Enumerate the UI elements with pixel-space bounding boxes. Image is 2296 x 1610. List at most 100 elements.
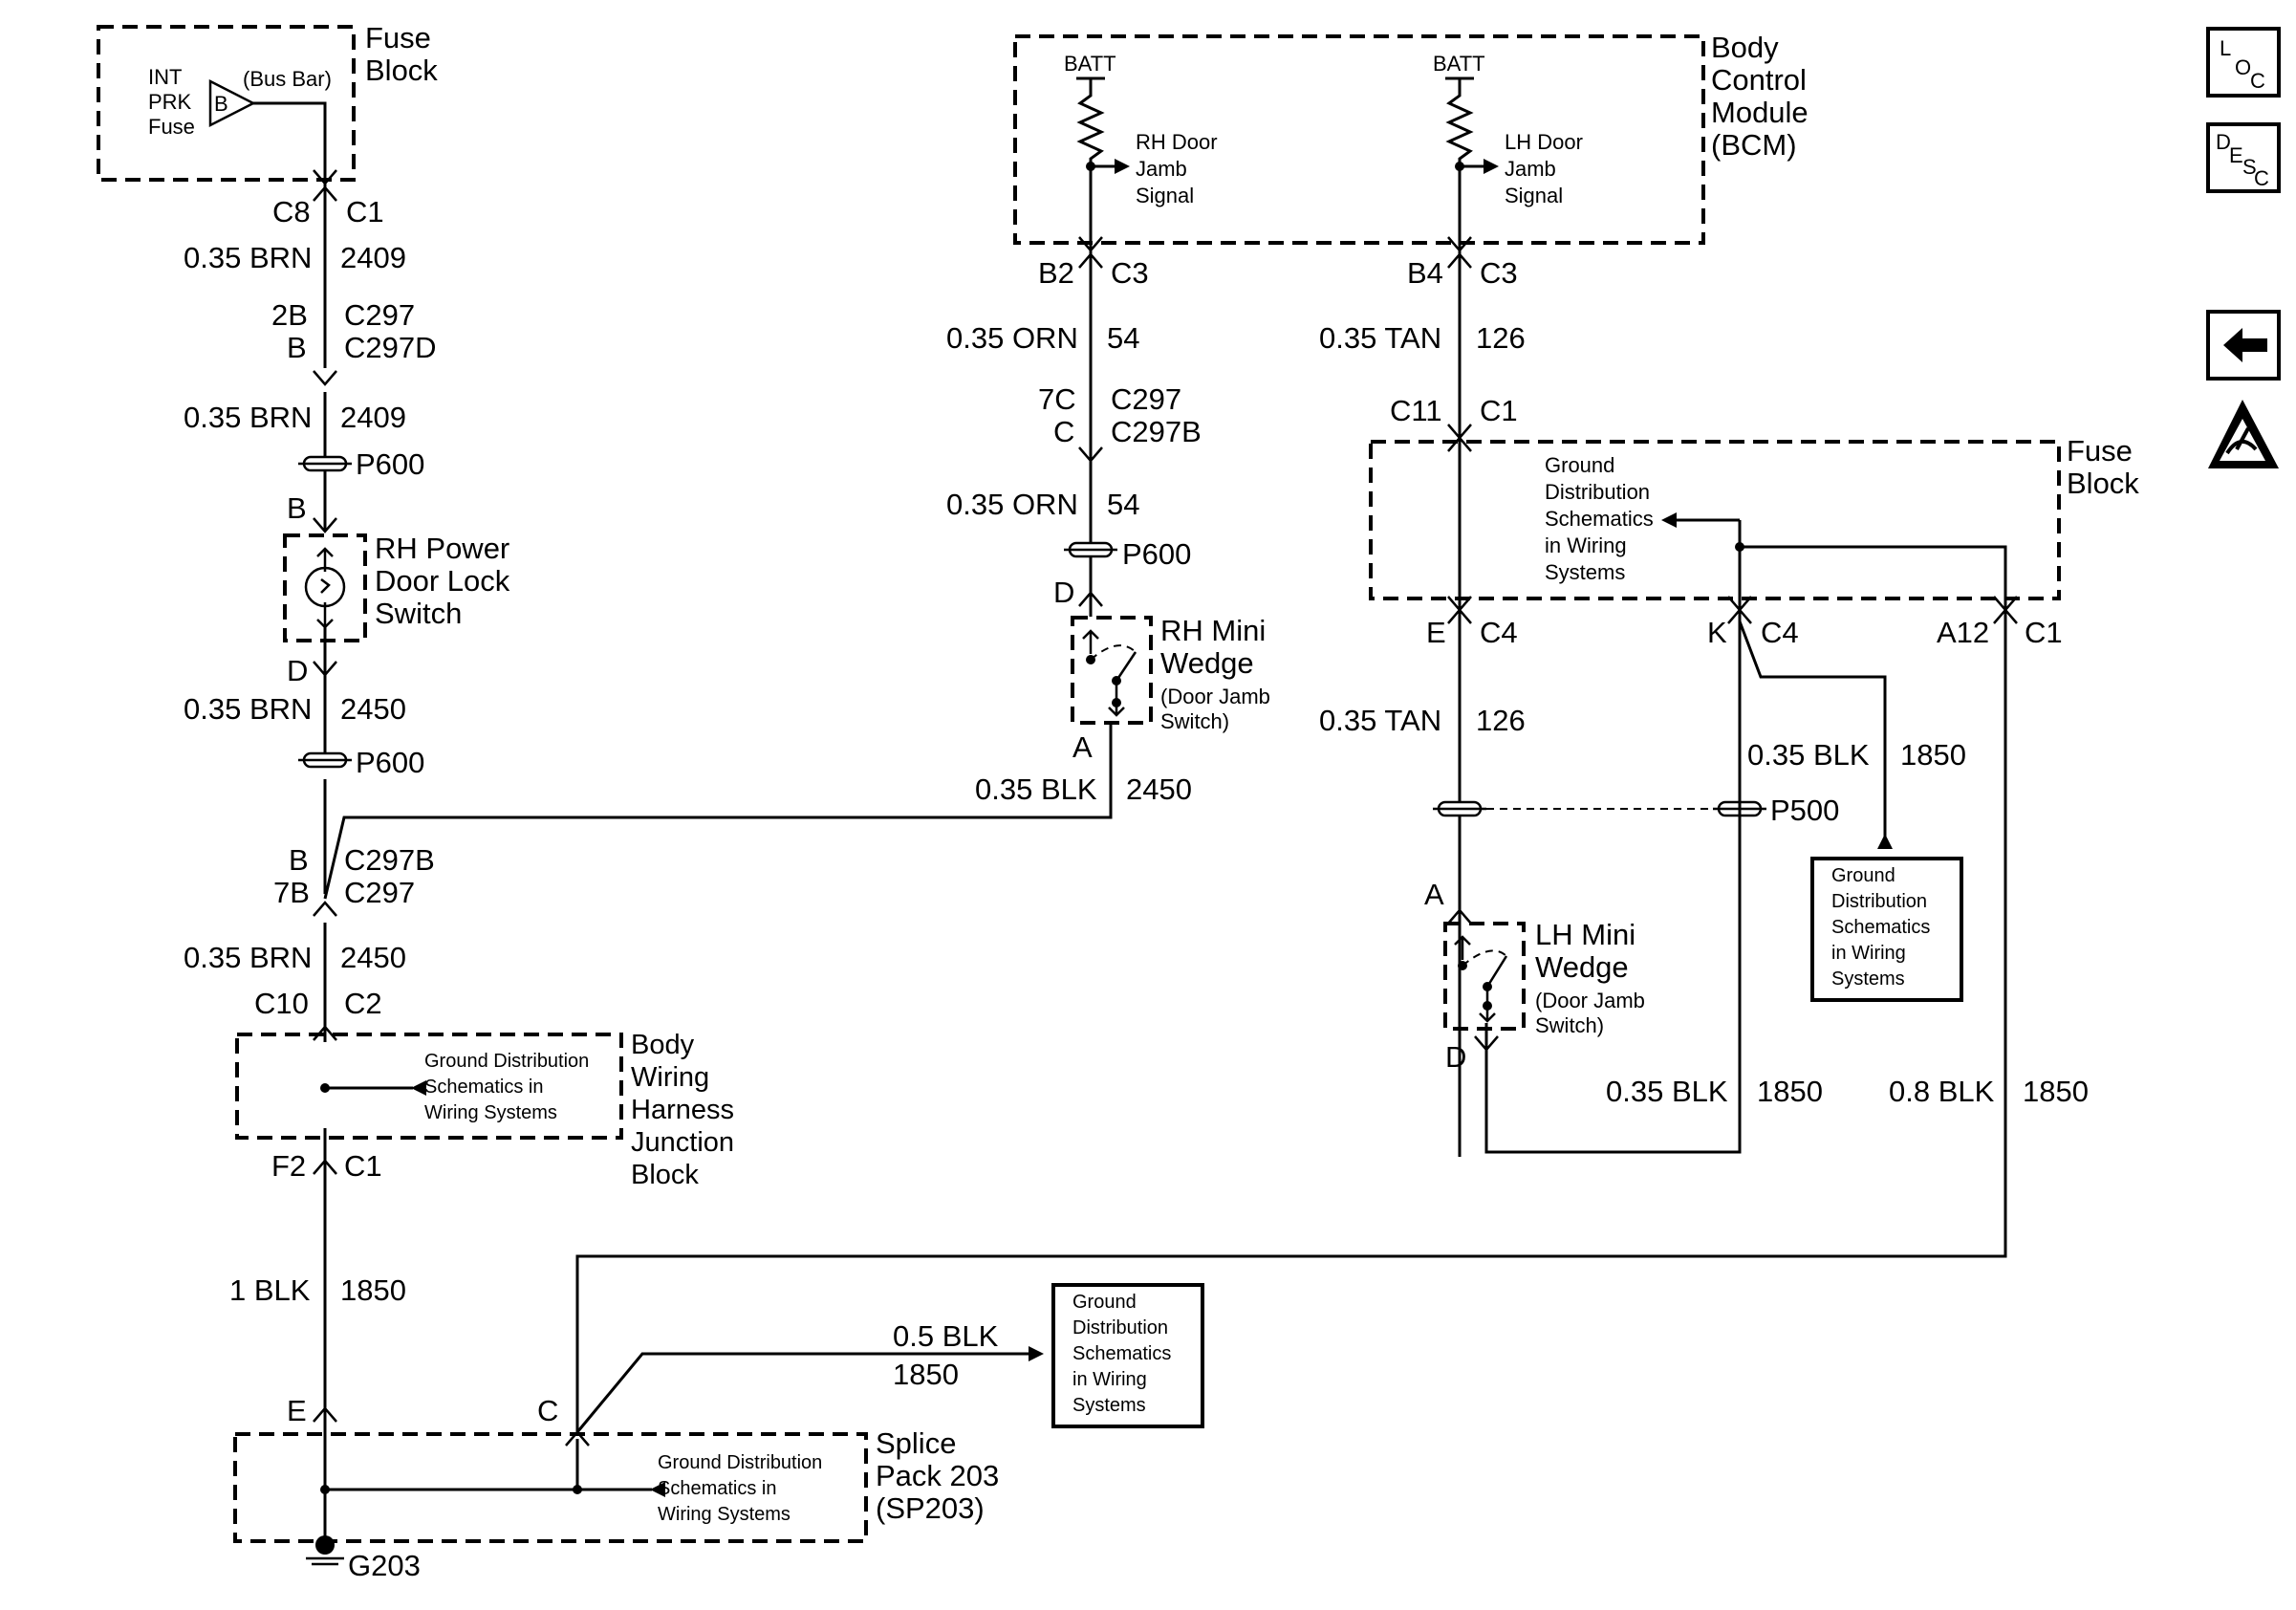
fuse-block-title-2: Block bbox=[365, 54, 438, 87]
bcm-title-1: Body bbox=[1711, 31, 1779, 64]
fb-ground-1: Ground bbox=[1545, 453, 1614, 477]
wire2-gauge: 0.35 BRN bbox=[184, 401, 312, 434]
desc-button[interactable]: D E S C bbox=[2206, 122, 2281, 193]
lh-conn-c4-right: C4 bbox=[1761, 616, 1799, 649]
splice-label-3: (SP203) bbox=[876, 1491, 985, 1525]
c297-pin-bottom: 7B bbox=[273, 876, 310, 909]
bcm-title-4: (BCM) bbox=[1711, 128, 1797, 162]
lh-k-wire bbox=[1484, 621, 1742, 1154]
switch-pin-d: D bbox=[287, 654, 308, 687]
ground-box-right-3: Schematics bbox=[1831, 917, 1930, 938]
bcm-title-3: Module bbox=[1711, 96, 1809, 129]
c297d: C297D bbox=[344, 331, 437, 364]
rh-c297: C297 bbox=[1111, 382, 1181, 416]
p500: P500 bbox=[1770, 794, 1839, 827]
conn-c10: C10 bbox=[254, 987, 309, 1020]
rh-c297b-pin: C bbox=[1053, 415, 1074, 448]
p600-bottom: P600 bbox=[356, 746, 424, 779]
lh-conn-c3: C3 bbox=[1480, 256, 1518, 290]
fb-ground-4: in Wiring bbox=[1545, 533, 1627, 557]
rh-switch-label-1: RH Mini bbox=[1160, 614, 1266, 647]
switch-label-3: Switch bbox=[375, 597, 462, 630]
rh-p600: P600 bbox=[1122, 537, 1191, 571]
lh-wire4-circuit: 1850 bbox=[2023, 1075, 2089, 1108]
fuse-label-2: PRK bbox=[148, 90, 192, 114]
bwhjb-label-4: Junction bbox=[631, 1127, 734, 1158]
ground-box-bottom: Ground Distribution Schematics in Wiring… bbox=[1051, 1283, 1204, 1428]
fuse-block-right-title-2: Block bbox=[2067, 467, 2139, 500]
splice-ground-3: Wiring Systems bbox=[658, 1504, 791, 1525]
lh-signal-2: Jamb bbox=[1505, 157, 1556, 181]
splice-pin-e: E bbox=[287, 1394, 307, 1427]
fuse-block-right bbox=[1369, 440, 2061, 624]
conn-c1-top: C1 bbox=[346, 195, 384, 228]
k-ground-branch bbox=[1738, 620, 1887, 841]
rh-wire2-gauge: 0.35 ORN bbox=[946, 488, 1078, 521]
ground-box-bottom-4: in Wiring bbox=[1072, 1369, 1147, 1390]
fuse-block-top: Fuse Block INT PRK Fuse B (Bus Bar) bbox=[97, 21, 438, 182]
lh-wire3-circuit: 1850 bbox=[1757, 1075, 1823, 1108]
wire1-gauge: 0.35 BRN bbox=[184, 241, 312, 274]
conn-c8: C8 bbox=[272, 195, 311, 228]
splice-label-2: Pack 203 bbox=[876, 1459, 999, 1492]
ground-box-bottom-3: Schematics bbox=[1072, 1343, 1171, 1364]
ground-box-bottom-1: Ground bbox=[1072, 1292, 1137, 1313]
branch-05blk-wire bbox=[575, 1352, 1032, 1433]
desc-s: S bbox=[2242, 155, 2257, 179]
back-button[interactable] bbox=[2206, 310, 2281, 381]
rh-wire1-gauge: 0.35 ORN bbox=[946, 321, 1078, 355]
ground-box-right: Ground Distribution Schematics in Wiring… bbox=[1810, 857, 1963, 1002]
lh-wire-k-circuit: 1850 bbox=[1900, 738, 1966, 772]
rh-signal-3: Signal bbox=[1136, 184, 1194, 207]
fb-ground-5: Systems bbox=[1545, 560, 1625, 584]
lh-mini-wedge-switch bbox=[1443, 922, 1526, 1052]
fuse-block-right-title-1: Fuse bbox=[2067, 434, 2133, 468]
rh-2450-return-wire bbox=[323, 736, 1113, 900]
wire2-circuit: 2409 bbox=[340, 401, 406, 434]
conn-f2: F2 bbox=[271, 1149, 306, 1183]
lh-pin-a12: A12 bbox=[1937, 616, 1989, 649]
batt-right: BATT bbox=[1433, 52, 1485, 76]
bwhjb-ground-3: Wiring Systems bbox=[424, 1102, 557, 1123]
fuse-label-1: INT bbox=[148, 65, 182, 89]
wire3-circuit: 2450 bbox=[340, 692, 406, 726]
a12-return-wire bbox=[575, 621, 2007, 1432]
fuse-label-3: Fuse bbox=[148, 115, 195, 139]
lh-switch-label-1: LH Mini bbox=[1535, 918, 1635, 951]
loc-button[interactable]: L O C bbox=[2206, 27, 2281, 98]
lh-pin-e: E bbox=[1426, 616, 1446, 649]
lh-conn-c4-left: C4 bbox=[1480, 616, 1518, 649]
lh-wire-k-gauge: 0.35 BLK bbox=[1747, 738, 1870, 772]
fb-ground-2: Distribution bbox=[1545, 480, 1650, 504]
c297b-pin: B bbox=[289, 843, 309, 877]
lh-pin-b4: B4 bbox=[1407, 256, 1443, 290]
lh-wire1-gauge: 0.35 TAN bbox=[1319, 321, 1441, 355]
conn-c2: C2 bbox=[344, 987, 382, 1020]
rh-wire2-circuit: 54 bbox=[1107, 488, 1139, 521]
lh-wire2-circuit: 126 bbox=[1476, 704, 1526, 737]
lh-switch-label-2: Wedge bbox=[1535, 950, 1629, 984]
ground-box-bottom-2: Distribution bbox=[1072, 1317, 1168, 1338]
splice-ground-2: Schematics in bbox=[658, 1478, 777, 1499]
lh-pin-k: K bbox=[1707, 616, 1727, 649]
ground-box-right-2: Distribution bbox=[1831, 891, 1927, 912]
switch-label-1: RH Power bbox=[375, 532, 509, 565]
ground-box-right-1: Ground bbox=[1831, 865, 1895, 886]
desc-e: E bbox=[2229, 143, 2243, 167]
desc-c: C bbox=[2254, 166, 2269, 190]
wire3-gauge: 0.35 BRN bbox=[184, 692, 312, 726]
splice-pin-c: C bbox=[537, 1394, 558, 1427]
ground-g203: G203 bbox=[348, 1549, 421, 1582]
rh-c297-pin: 7C bbox=[1038, 382, 1076, 416]
lh-pin-a: A bbox=[1424, 878, 1444, 911]
lh-signal-3: Signal bbox=[1505, 184, 1563, 207]
c297-top: C297 bbox=[344, 298, 415, 332]
bus-bar-label: (Bus Bar) bbox=[243, 67, 332, 91]
c297-bottom: C297 bbox=[344, 876, 415, 909]
rh-wire1-circuit: 54 bbox=[1107, 321, 1139, 355]
ground-box-right-4: in Wiring bbox=[1831, 943, 1906, 964]
conn-c1-bottom: C1 bbox=[344, 1149, 382, 1183]
lh-conn-c1-right: C1 bbox=[2025, 616, 2063, 649]
ground-g203-icon bbox=[315, 1535, 335, 1555]
rh-switch-sub-1: (Door Jamb bbox=[1160, 685, 1270, 708]
